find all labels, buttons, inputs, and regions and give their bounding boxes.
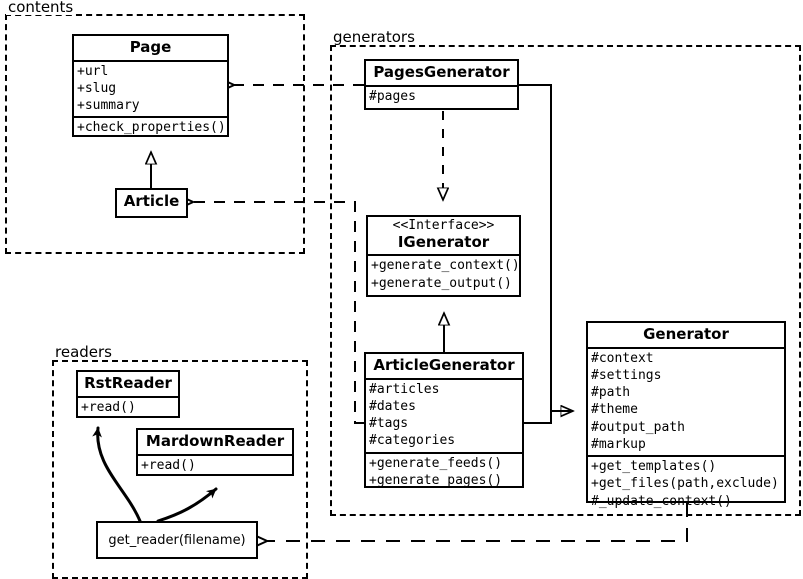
class-title-igenerator: <<Interface>> IGenerator	[368, 217, 519, 254]
class-title-rstreader: RstReader	[84, 374, 172, 392]
class-box-articlegenerator[interactable]: ArticleGenerator #articles #dates #tags …	[364, 352, 524, 488]
package-frame-contents	[5, 14, 305, 254]
package-label-generators: generators	[331, 28, 417, 46]
class-title-article: Article	[123, 192, 180, 210]
class-stereotype-igenerator: <<Interface>>	[392, 218, 495, 233]
attribute-row: #dates	[369, 398, 416, 414]
attribute-row: +summary	[77, 98, 140, 114]
attribute-row: #articles	[369, 381, 440, 397]
operation-row: +generate_feeds()	[369, 455, 503, 471]
operation-row: #_update_context()	[591, 493, 732, 509]
class-box-page[interactable]: Page +url +slug +summary +check_properti…	[72, 34, 229, 137]
class-box-igenerator[interactable]: <<Interface>> IGenerator +generate_conte…	[366, 215, 521, 297]
package-frame-readers	[52, 360, 308, 579]
function-node-get-reader[interactable]: get_reader(filename)	[96, 521, 258, 559]
class-title-mardownreader: MardownReader	[145, 432, 285, 450]
class-operations-igenerator: +generate_context() +generate_output()	[368, 254, 520, 294]
package-label-contents: contents	[6, 0, 76, 16]
attribute-row: #settings	[591, 367, 662, 383]
operation-row: +generate_context()	[371, 258, 520, 274]
class-attributes-pagesgenerator: #pages	[366, 84, 517, 107]
class-title-generator: Generator	[643, 325, 729, 343]
attribute-row: #theme	[591, 402, 638, 418]
class-operations-mardownreader: +read()	[138, 453, 292, 476]
attribute-row: #output_path	[591, 419, 685, 435]
class-attributes-articlegenerator: #articles #dates #tags #categories	[366, 377, 522, 452]
attribute-row: #tags	[369, 416, 409, 432]
class-box-pagesgenerator[interactable]: PagesGenerator #pages	[364, 59, 519, 110]
operation-row: +generate_output()	[371, 275, 512, 291]
operation-row: +get_templates()	[591, 459, 717, 475]
operation-row: +read()	[141, 457, 196, 473]
class-box-mardownreader[interactable]: MardownReader +read()	[136, 428, 294, 476]
operation-row: +read()	[81, 399, 136, 415]
operation-row: +check_properties()	[77, 120, 226, 136]
attribute-row: #path	[591, 385, 631, 401]
class-attributes-generator: #context #settings #path #theme #output_…	[588, 346, 784, 456]
class-operations-rstreader: +read()	[78, 395, 178, 418]
package-label-readers: readers	[53, 343, 114, 361]
class-title-page: Page	[129, 38, 172, 56]
operation-row: +generate_pages()	[369, 472, 503, 488]
operation-row: +get_files(path,exclude)	[591, 476, 779, 492]
class-box-generator[interactable]: Generator #context #settings #path #them…	[586, 321, 786, 509]
class-box-rstreader[interactable]: RstReader +read()	[76, 370, 180, 418]
class-title-pagesgenerator: PagesGenerator	[373, 63, 510, 81]
class-title-articlegenerator: ArticleGenerator	[373, 356, 515, 374]
package-frame-generators	[330, 45, 801, 516]
attribute-row: #context	[591, 350, 654, 366]
attribute-row: #markup	[591, 436, 646, 452]
class-operations-generator: +get_templates() +get_files(path,exclude…	[588, 455, 784, 512]
attribute-row: +url	[77, 63, 109, 79]
class-name-igenerator: IGenerator	[397, 232, 490, 251]
class-operations-page: +check_properties()	[74, 116, 227, 138]
class-operations-articlegenerator: +generate_feeds() +generate_pages()	[366, 451, 522, 492]
attribute-row: #categories	[369, 433, 456, 449]
attribute-row: +slug	[77, 80, 117, 96]
class-attributes-page: +url +slug +summary	[74, 59, 227, 117]
attribute-row: #pages	[369, 88, 416, 104]
class-box-article[interactable]: Article	[115, 188, 188, 218]
